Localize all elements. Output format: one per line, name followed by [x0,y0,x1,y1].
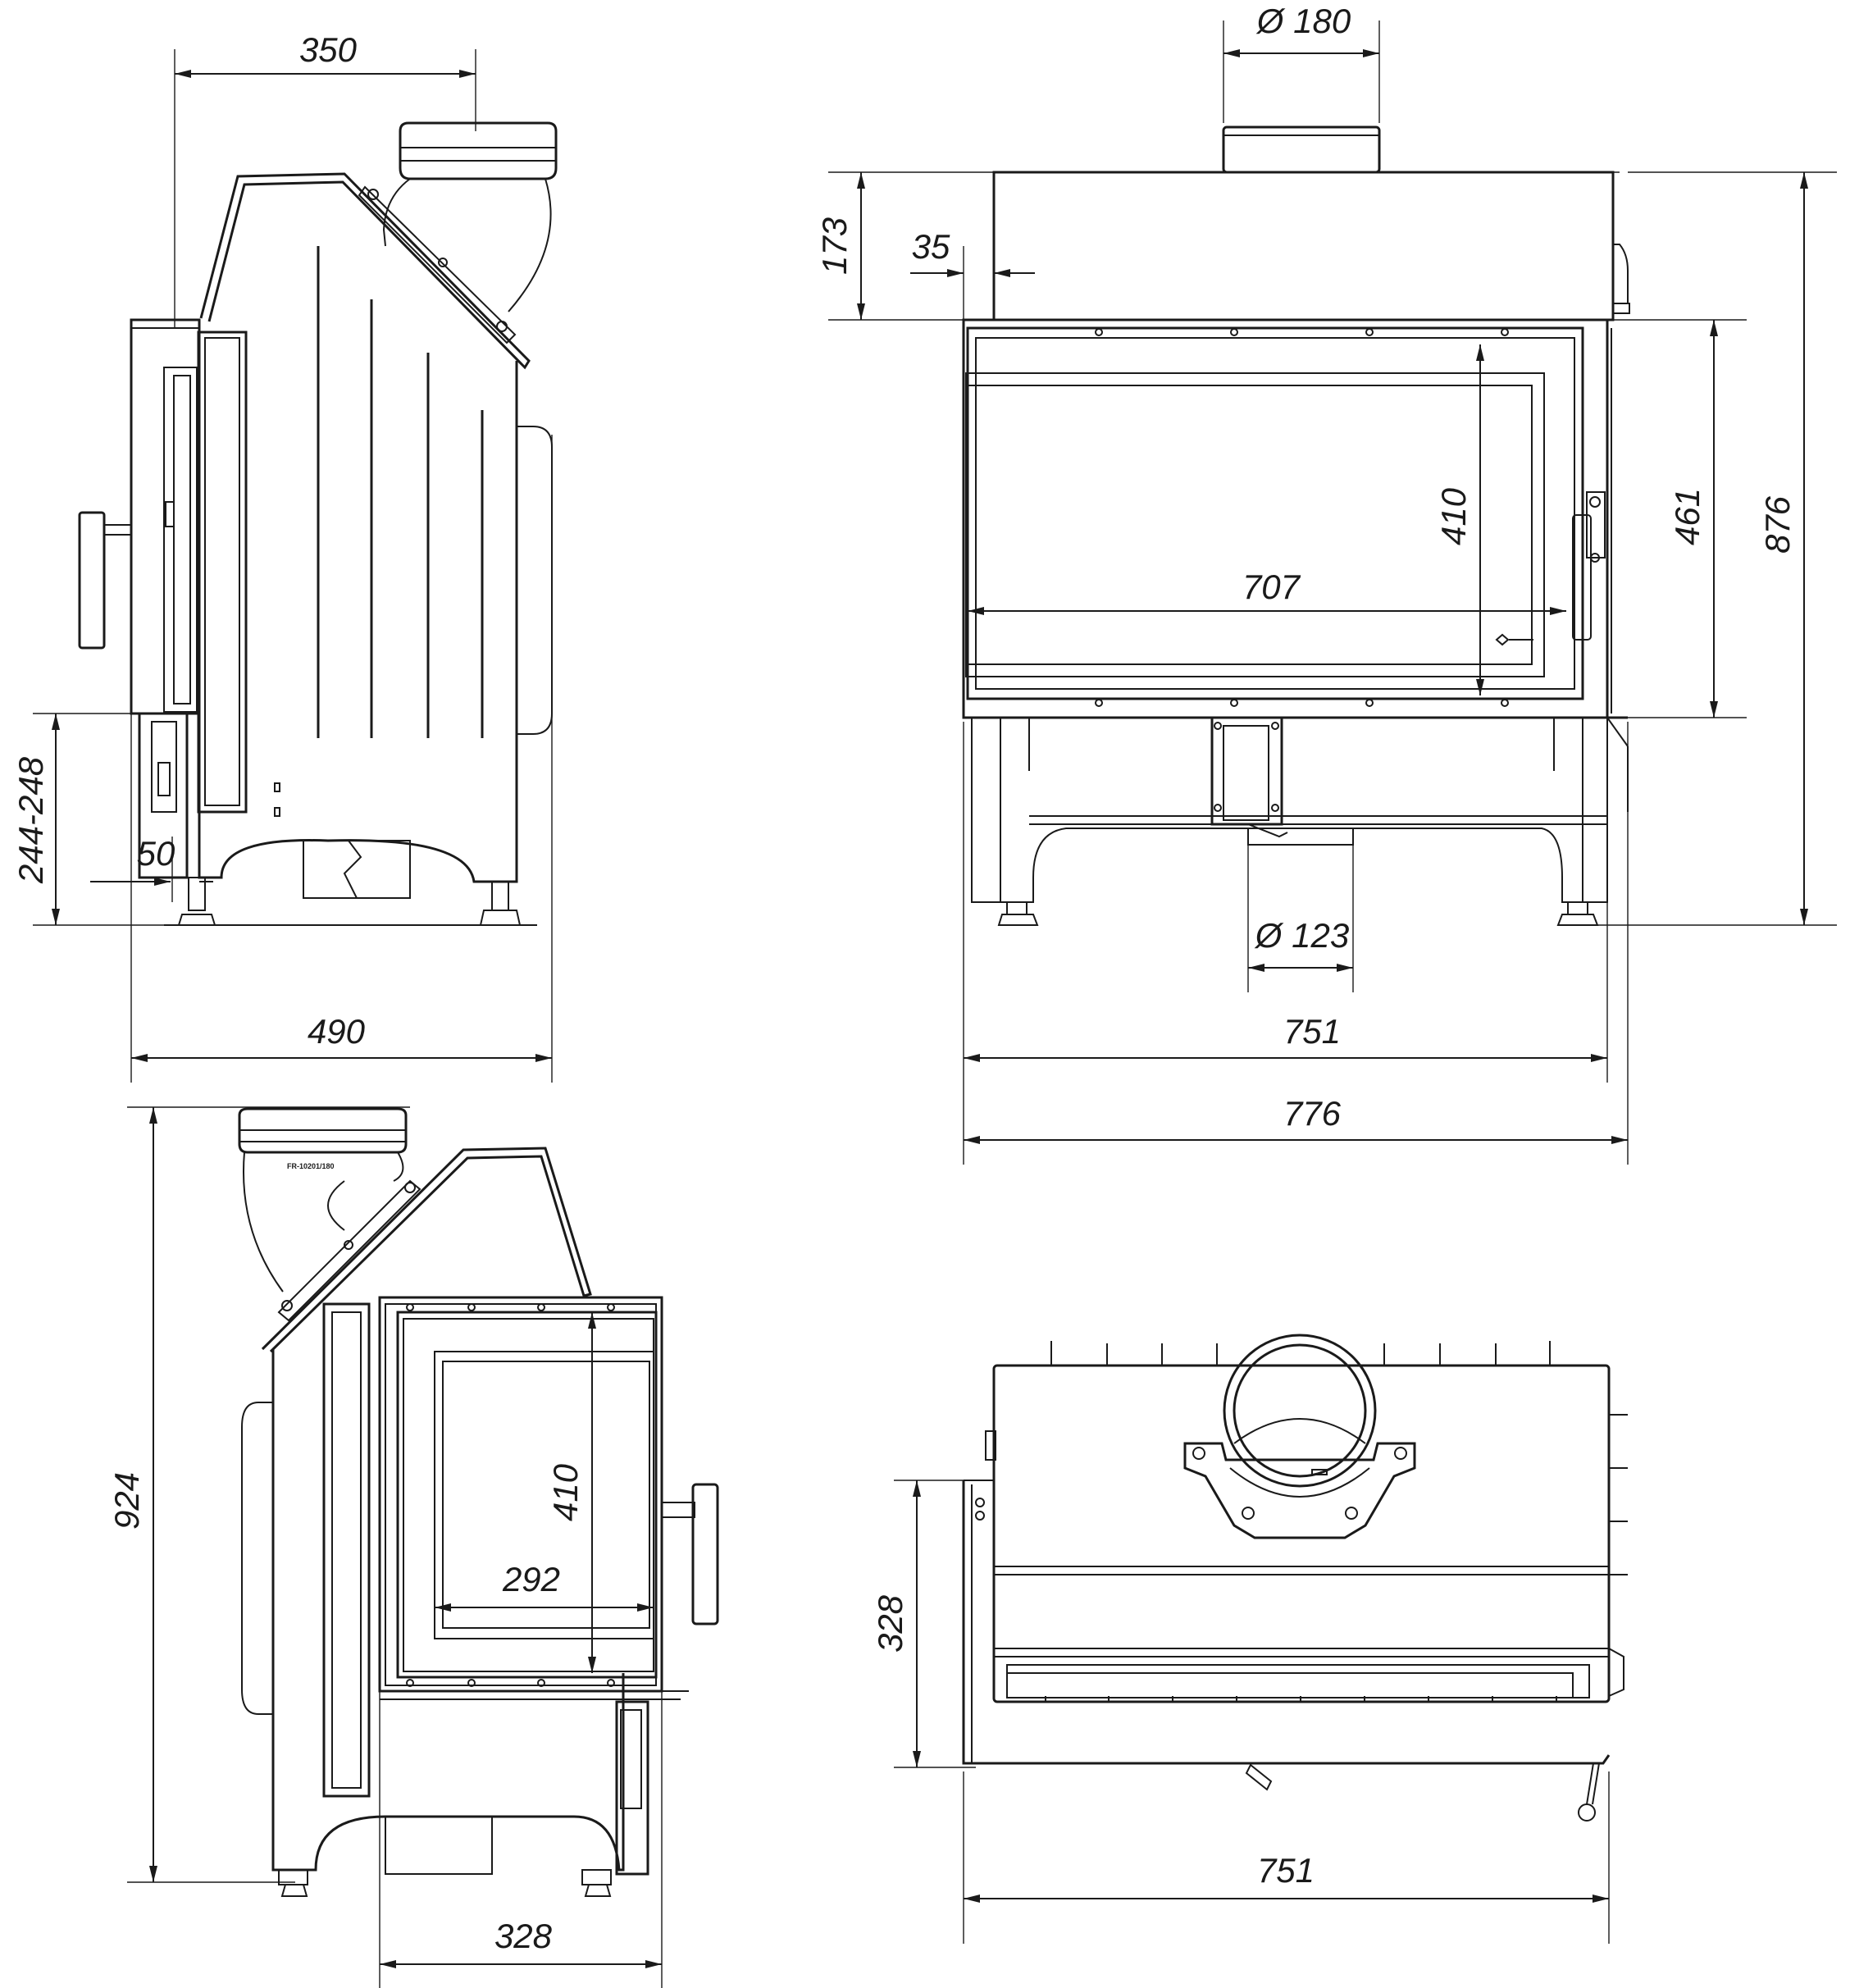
front-view: Ø 180 173 35 410 707 461 876 Ø 123 751 7… [815,2,1837,1165]
side-door-view: FR-10201/180 [107,1106,719,1988]
dim-flue-offset: 350 [299,30,358,69]
dim-depth: 490 [308,1012,366,1051]
side-view: 350 244-248 50 490 [11,30,558,1083]
dim-top-width: 751 [1257,1851,1315,1890]
dim-bottom-height: 244-248 [11,756,50,884]
dim-top-depth: 328 [871,1594,909,1653]
dim-total-width: 776 [1283,1094,1342,1133]
top-view: 328 751 [871,1334,1628,1944]
dim-body-width: 751 [1283,1012,1341,1051]
dim-frame-offset: 35 [912,227,950,266]
dim-flue-diameter: Ø 180 [1255,2,1351,40]
dim-glass-width: 707 [1242,568,1301,606]
flue-marking: FR-10201/180 [287,1162,335,1170]
dim-door-height: 461 [1668,488,1706,545]
dim-side-depth: 328 [494,1917,553,1955]
dim-air-inlet-diameter: Ø 123 [1254,916,1349,955]
dim-glass-height: 410 [1434,487,1473,545]
dim-leg-offset: 50 [137,834,175,873]
dim-side-total-height: 924 [107,1472,146,1530]
dim-total-height: 876 [1758,495,1797,554]
dim-top-height: 173 [815,217,854,275]
dim-side-glass-width: 292 [502,1560,560,1598]
dim-side-glass-height: 410 [546,1463,585,1521]
